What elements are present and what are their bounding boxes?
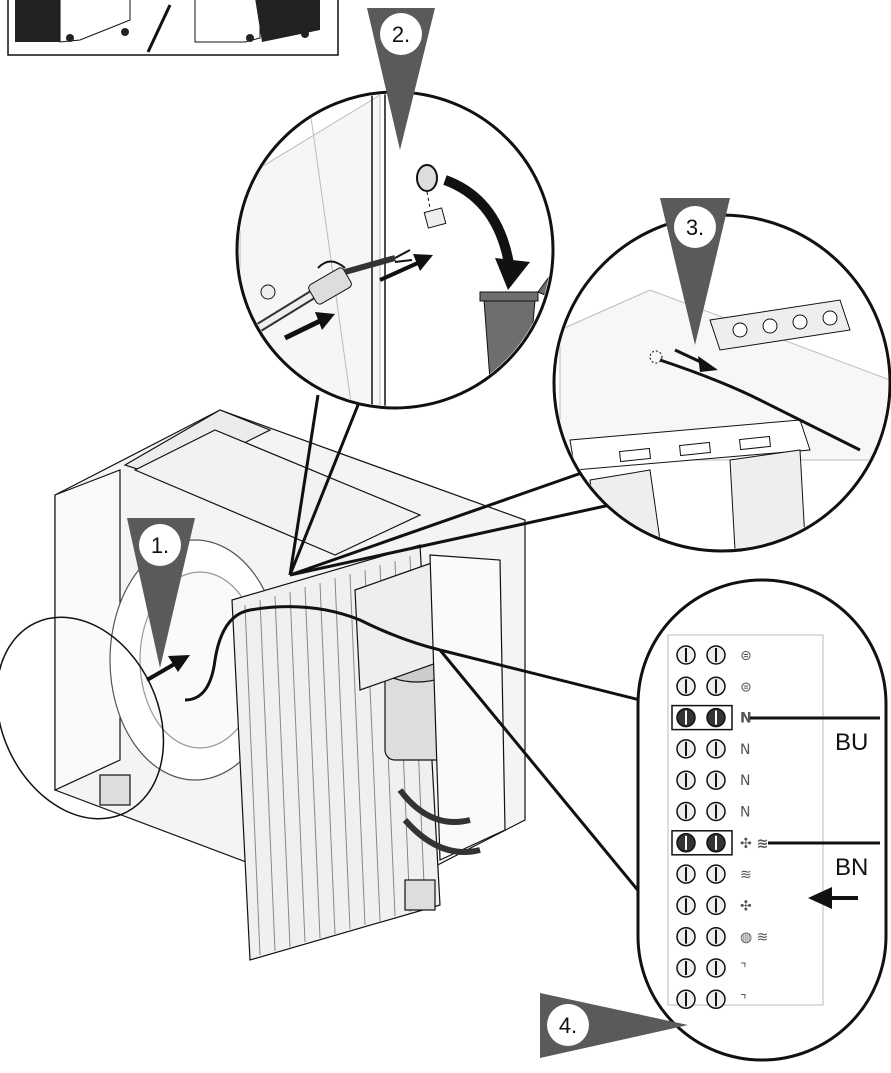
terminal-symbol: N	[740, 742, 750, 758]
step-marker-2: 2.	[367, 8, 435, 150]
step-marker-3: 3.	[660, 198, 730, 345]
terminal-symbol: ⊜	[740, 679, 752, 695]
step-label-1: 1.	[151, 533, 169, 558]
blanking-plug-icon	[416, 164, 447, 229]
terminal-row: ⌝	[676, 958, 747, 978]
terminal-symbol: ◍ ≋	[740, 930, 768, 946]
inset-top-left	[7, 0, 339, 56]
terminal-row: ≋	[676, 864, 752, 884]
terminal-row: ◍ ≋	[676, 926, 768, 947]
step-label-3: 3.	[686, 215, 704, 240]
terminal-symbol: N	[740, 711, 752, 727]
heat-pump-unit	[54, 409, 526, 961]
wire-label-blue: BU	[835, 729, 868, 756]
step-label-4: 4.	[559, 1013, 577, 1038]
detail-cable-route	[289, 213, 891, 577]
terminal-symbol: N	[740, 773, 750, 789]
terminal-symbol: ≋	[740, 867, 752, 883]
direction-arrow-icon	[145, 655, 190, 682]
terminal-symbol: ✣	[740, 898, 752, 914]
terminal-row: ✣ ≋	[671, 830, 768, 856]
terminal-row: N	[676, 770, 750, 790]
terminal-symbol: ✣ ≋	[740, 836, 768, 852]
terminal-symbol: ⊜	[740, 648, 752, 664]
terminal-row: N	[676, 739, 750, 759]
terminal-row: N	[671, 704, 752, 731]
cable-entry-highlight	[0, 616, 165, 820]
direction-arrow-icon	[808, 887, 858, 909]
step-label-2: 2.	[392, 22, 410, 47]
terminal-row: N	[676, 801, 750, 822]
terminal-row: ⌝	[676, 989, 747, 1010]
cable-gland-icon	[308, 267, 352, 305]
supply-cable	[184, 605, 441, 702]
terminal-symbol: ⌝	[740, 992, 747, 1008]
detail-terminal-block	[438, 578, 888, 1062]
terminal-symbol: ⌝	[740, 961, 747, 977]
terminal-row: ⊜	[676, 676, 752, 697]
terminal-symbol: N	[740, 805, 750, 821]
terminal-row: ✣	[676, 895, 752, 916]
step-marker-1: 1.	[127, 518, 195, 668]
step-marker-4: 4.	[540, 993, 688, 1058]
terminal-row: ⊜	[676, 645, 752, 665]
wire-label-brown: BN	[835, 854, 868, 881]
